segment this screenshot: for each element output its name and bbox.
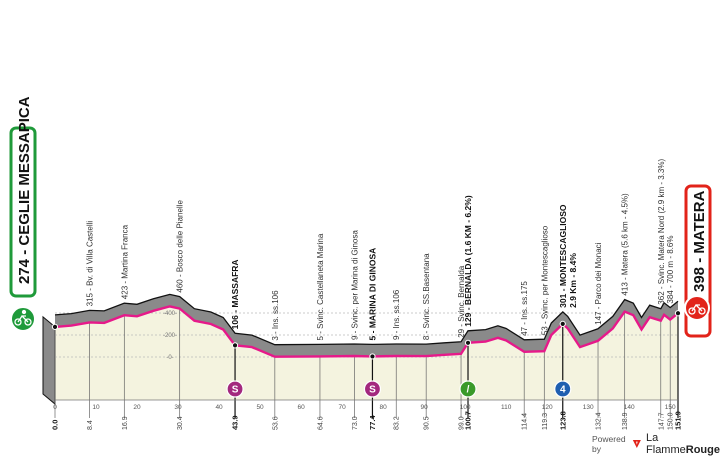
brand-light: La Flamme	[646, 432, 686, 456]
altitude-tick-label: -0-	[166, 355, 173, 361]
km-tick-label: 130	[583, 404, 594, 411]
start-badge: 274 - CEGLIE MESSAPICA	[11, 96, 35, 331]
waypoint-dot	[52, 324, 57, 329]
km-distance-label: 147.7	[658, 412, 665, 430]
km-distance-label: 138.9	[622, 412, 629, 430]
waypoint-label: 362 - Svinc. Matera Nord (2.9 km - 3.3%)	[657, 159, 666, 305]
waypoint-label: 106 - MASSAFRA	[230, 259, 240, 329]
waypoint-dot	[560, 321, 565, 326]
altitude-tick-label: -200-	[163, 333, 177, 339]
km-tick-label: 50	[256, 404, 264, 411]
km-distance-label: 8.4	[87, 420, 94, 430]
sprint-symbol: S	[369, 385, 376, 396]
waypoint-label: 301 - MONTESCAGLIOSO	[558, 204, 568, 308]
altitude-tick-label: -400-	[163, 311, 177, 317]
km-tick-label: 120	[542, 404, 553, 411]
footer-branding: Powered by La FlammeRouge	[592, 437, 720, 451]
km-distance-label: 16.9	[122, 416, 129, 430]
km-tick-label: 80	[379, 404, 387, 411]
waypoint-label: 413 - Matera (5.6 km - 4.5%)	[621, 193, 630, 296]
waypoint-dot	[675, 311, 680, 316]
waypoint-label: 8 - Svinc. SS.Basentana	[422, 253, 431, 340]
powered-by-text: Powered by	[592, 434, 628, 454]
waypoint-dot	[465, 340, 470, 345]
km-distance-label: 64.6	[317, 416, 324, 430]
km-distance-label: 132.4	[596, 412, 603, 430]
km-distance-label: 151.9	[674, 411, 683, 430]
km-distance-label: 90.5	[424, 416, 431, 430]
waypoint-dot	[370, 354, 375, 359]
km-distance-label: 123.8	[558, 411, 567, 430]
km-tick-label: 110	[501, 404, 512, 411]
finish-badge: 398 - MATERA	[685, 186, 710, 336]
profile-side-face	[43, 317, 55, 404]
km-tick-label: 150	[665, 404, 676, 411]
waypoint-sublabel: 2.9 Km - 8.4%	[568, 253, 578, 308]
feed-zone-marker-icon: /	[460, 381, 476, 397]
km-distance-label: 30.4	[177, 416, 184, 430]
cyclist-finish-icon	[685, 296, 709, 320]
km-distance-label: 119.3	[542, 413, 549, 430]
waypoint-label: 384 - 700 m - 8.6%	[666, 236, 675, 304]
km-tick-label: 20	[133, 404, 141, 411]
km-tick-label: 40	[215, 404, 223, 411]
brand-bold: Rouge	[686, 444, 720, 456]
waypoint-label: 315 - Bv. di Villa Castelli	[85, 221, 94, 307]
flamme-rouge-logo-icon	[632, 438, 642, 450]
finish-label: 398 - MATERA	[691, 190, 708, 292]
waypoint-label: 423 - Martina Franca	[120, 224, 129, 299]
waypoint-dot	[232, 343, 237, 348]
km-distance-label: 77.4	[368, 415, 377, 430]
waypoint-label: 9 - Svinc. per Marina di Ginosa	[350, 230, 359, 340]
km-tick-label: 60	[297, 404, 305, 411]
km-distance-label: 83.2	[394, 416, 401, 430]
km-distance-label: 73.0	[352, 416, 359, 430]
km-distance-label: 0.0	[51, 420, 60, 430]
sprint-marker-icon: S	[364, 381, 380, 397]
waypoint-label: 53 - Svinc. per Montescaglioso	[540, 225, 549, 335]
km-distance-label: 114.4	[522, 413, 529, 430]
km-to-go-marker-icon: 4	[555, 381, 571, 397]
km-tick-label: 70	[338, 404, 346, 411]
km-tick-label: 0	[53, 404, 57, 411]
km-tick-label: 90	[421, 404, 429, 411]
km-distance-label: 100.7	[464, 411, 473, 430]
km-tick-label: 140	[624, 404, 635, 411]
waypoint-label: 460 - Bosco delle Pianelle	[176, 200, 185, 293]
start-label: 274 - CEGLIE MESSAPICA	[16, 96, 33, 284]
sprint-marker-icon: S	[227, 381, 243, 397]
waypoint-label: 5 - Svinc. Castellaneta Marina	[316, 233, 325, 340]
waypoint-label: 147 - Parco dei Monaci	[594, 242, 603, 324]
km-tick-label: 100	[460, 404, 471, 411]
waypoint-label: 5 - MARINA DI GINOSA	[367, 248, 377, 341]
km-distance-label: 43.9	[231, 415, 240, 430]
sprint-symbol: S	[232, 385, 239, 396]
km-tick-label: 30	[174, 404, 182, 411]
km-tick-label: 10	[92, 404, 100, 411]
waypoint-label: 47 - Ins. ss.175	[520, 281, 529, 336]
feed-zone-symbol: /	[467, 385, 470, 396]
waypoint-label: 3 - Ins. ss.106	[271, 290, 280, 341]
waypoint-label: 129 - BERNALDA (1.6 KM - 6.2%)	[463, 195, 473, 327]
waypoint-label: 9 - Ins. ss.106	[392, 289, 401, 340]
km-distance-label: 53.6	[272, 416, 279, 430]
km-to-go-symbol: 4	[560, 385, 566, 396]
km-axis: 0 10 20 30 40 50 60 70 80 90 100 110 120 130 140 150 0.0…	[51, 400, 683, 430]
brand-name[interactable]: La FlammeRouge	[646, 432, 720, 456]
